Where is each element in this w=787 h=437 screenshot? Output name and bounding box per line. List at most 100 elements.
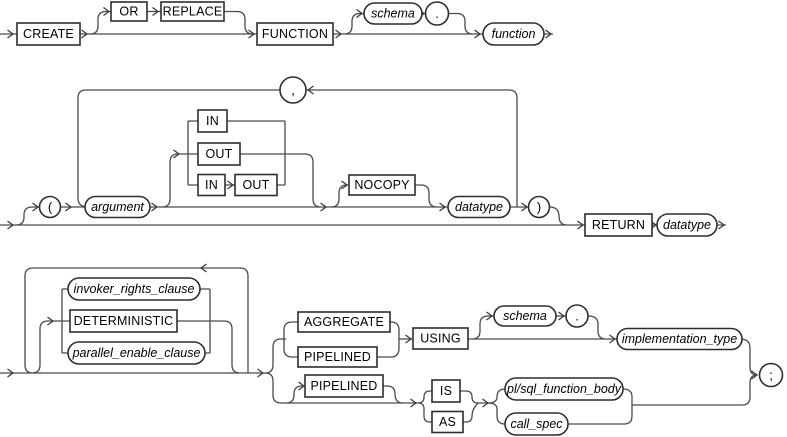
node-implementation-type-nonterminal: implementation_type [616, 327, 743, 351]
node-as-keyword: AS [431, 410, 464, 434]
deterministic-keyword-label: DETERMINISTIC [74, 314, 174, 328]
comma-circle [279, 76, 307, 104]
inout-out-keyword-label: OUT [243, 178, 270, 192]
node-return-datatype-nonterminal: datatype [656, 213, 718, 237]
return-keyword-label: RETURN [592, 218, 645, 232]
inout-in-keyword-box [197, 173, 226, 197]
node-plsql-function-body-nonterminal: pl/sql_function_body [504, 377, 624, 401]
argument-oval [84, 195, 151, 219]
node-deterministic-keyword: DETERMINISTIC [69, 309, 178, 333]
node-or-keyword: OR [110, 1, 148, 22]
replace-keyword-box [160, 1, 225, 22]
out-keyword-label: OUT [206, 147, 233, 161]
node-replace-keyword: REPLACE [160, 1, 225, 22]
dot-label: . [435, 6, 439, 21]
node-schema2-nonterminal: schema [493, 305, 557, 327]
node-datatype-nonterminal: datatype [447, 195, 511, 219]
aggregate-keyword-box [297, 311, 391, 333]
node-argument-nonterminal: argument [84, 195, 151, 219]
open-paren-circle [38, 195, 62, 219]
as-keyword-label: AS [439, 415, 456, 429]
nocopy-keyword-box [348, 174, 416, 196]
nocopy-keyword-label: NOCOPY [354, 178, 410, 192]
in-keyword-label: IN [206, 114, 219, 128]
invoker-rights-clause-oval [67, 277, 201, 301]
node-dot-terminal: . [424, 1, 450, 26]
return-datatype-label: datatype [663, 218, 711, 232]
call-spec-oval [504, 412, 569, 436]
plsql-function-body-oval [504, 377, 624, 401]
implementation-type-label: implementation_type [622, 332, 737, 346]
replace-keyword-label: REPLACE [163, 5, 223, 19]
pipelined-using-keyword-label: PIPELINED [304, 350, 371, 364]
schema-oval [363, 2, 423, 25]
implementation-type-oval [616, 327, 743, 351]
deterministic-keyword-box [69, 309, 178, 333]
function-name-label: function [492, 27, 536, 41]
pipelined-is-keyword-box [304, 374, 384, 398]
node-comma-terminal: , [279, 76, 307, 104]
is-keyword-label: IS [440, 384, 452, 398]
dot2-label: . [575, 309, 579, 324]
argument-label: argument [91, 200, 144, 214]
node-using-keyword: USING [412, 327, 469, 350]
node-create-keyword: CREATE [16, 22, 81, 46]
or-keyword-box [110, 1, 148, 22]
schema2-oval [493, 305, 557, 327]
datatype-oval [447, 195, 511, 219]
close-paren-label: ) [537, 200, 541, 215]
or-keyword-label: OR [119, 5, 138, 19]
node-nocopy-keyword: NOCOPY [348, 174, 416, 196]
open-paren-label: ( [48, 200, 53, 215]
schema-label: schema [371, 7, 415, 21]
node-is-keyword: IS [431, 379, 461, 403]
node-close-paren-terminal: ) [527, 195, 551, 219]
node-function-name-nonterminal: function [482, 22, 545, 46]
node-inout-in-keyword: IN [197, 173, 226, 197]
is-keyword-box [431, 379, 461, 403]
schema2-label: schema [503, 309, 547, 323]
return-keyword-box [584, 213, 653, 237]
node-open-paren-terminal: ( [38, 195, 62, 219]
node-parallel-enable-clause: parallel_enable_clause [67, 341, 206, 365]
create-keyword-label: CREATE [23, 27, 74, 41]
invoker-rights-clause-label: invoker_rights_clause [74, 282, 195, 296]
dot-circle [424, 1, 450, 26]
create-keyword-box [16, 22, 81, 46]
out-keyword-box [197, 142, 241, 166]
semicolon-circle [758, 362, 784, 388]
node-out-keyword: OUT [197, 142, 241, 166]
call-spec-label: call_spec [510, 417, 563, 431]
arrowhead-icons [7, 6, 759, 408]
semicolon-label: ; [769, 368, 773, 383]
plsql-function-body-label: pl/sql_function_body [506, 382, 622, 396]
node-aggregate-keyword: AGGREGATE [297, 311, 391, 333]
node-inout-out-keyword: OUT [234, 173, 278, 197]
pipelined-using-keyword-box [297, 346, 378, 368]
aggregate-keyword-label: AGGREGATE [304, 315, 384, 329]
function-keyword-label: FUNCTION [262, 27, 328, 41]
inout-in-keyword-label: IN [205, 178, 218, 192]
node-return-keyword: RETURN [584, 213, 653, 237]
node-pipelined-is-keyword: PIPELINED [304, 374, 384, 398]
node-pipelined-using-keyword: PIPELINED [297, 346, 378, 368]
datatype-label: datatype [455, 200, 503, 214]
in-keyword-box [197, 109, 228, 133]
inout-out-keyword-box [234, 173, 278, 197]
comma-label: , [291, 83, 295, 98]
using-keyword-box [412, 327, 469, 350]
node-in-keyword: IN [197, 109, 228, 133]
function-keyword-box [256, 22, 334, 46]
return-datatype-oval [656, 213, 718, 237]
close-paren-circle [527, 195, 551, 219]
node-function-keyword: FUNCTION [256, 22, 334, 46]
function-name-oval [482, 22, 545, 46]
parallel-enable-clause-oval [67, 341, 206, 365]
using-keyword-label: USING [420, 332, 461, 346]
node-call-spec-nonterminal: call_spec [504, 412, 569, 436]
node-schema-nonterminal: schema [363, 2, 423, 25]
as-keyword-box [431, 410, 464, 434]
pipelined-is-keyword-label: PIPELINED [310, 379, 377, 393]
